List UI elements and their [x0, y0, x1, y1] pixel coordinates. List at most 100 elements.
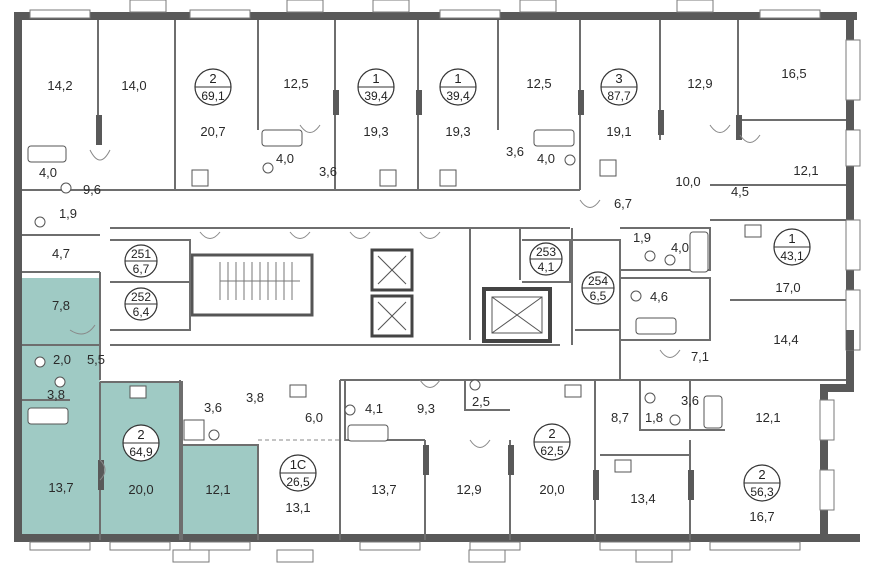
storage-number: 254 [588, 274, 608, 288]
elevator-2 [370, 294, 414, 338]
apartment-area: 39,4 [446, 89, 470, 103]
room-area-label: 4,0 [671, 240, 689, 255]
room-area-label: 12,1 [755, 410, 780, 425]
apartment-rooms: 1 [372, 71, 379, 86]
storage-area: 6,5 [590, 289, 607, 303]
room-area-label: 4,7 [52, 246, 70, 261]
apartment-rooms: 2 [209, 71, 216, 86]
apartment-area: 62,5 [540, 444, 564, 458]
wall-stubs [14, 90, 854, 500]
room-area-label: 6,0 [305, 410, 323, 425]
room-area-label: 19,3 [363, 124, 388, 139]
apartment-area: 56,3 [750, 485, 774, 499]
room-area-label: 12,9 [687, 76, 712, 91]
room-area-label: 1,9 [633, 230, 651, 245]
room-area-label: 12,5 [526, 76, 551, 91]
storage-badge[interactable]: 251 6,7 [124, 244, 158, 278]
apartment-rooms: 1 [788, 231, 795, 246]
room-area-label: 4,0 [39, 165, 57, 180]
apartment-badge[interactable]: 2 62,5 [533, 423, 571, 461]
room-area-label: 3,6 [506, 144, 524, 159]
room-area-label: 13,4 [630, 491, 655, 506]
room-area-label: 19,3 [445, 124, 470, 139]
apartment-badge[interactable]: 2 64,9 [122, 424, 160, 462]
room-area-label: 14,0 [121, 78, 146, 93]
room-area-label: 8,7 [611, 410, 629, 425]
apartment-area: 26,5 [286, 475, 310, 489]
apartment-rooms: 1 [454, 71, 461, 86]
storage-badge[interactable]: 252 6,4 [124, 287, 158, 321]
room-area-label: 12,5 [283, 76, 308, 91]
room-area-label: 20,0 [539, 482, 564, 497]
room-area-label: 13,7 [48, 480, 73, 495]
door-swings [69, 124, 761, 481]
bathroom-fixtures [27, 129, 762, 473]
room-area-label: 13,1 [285, 500, 310, 515]
room-area-label: 16,5 [781, 66, 806, 81]
room-area-label: 12,1 [205, 482, 230, 497]
room-area-label: 10,0 [675, 174, 700, 189]
room-area-label: 12,1 [793, 163, 818, 178]
room-area-label: 17,0 [775, 280, 800, 295]
storage-area: 6,4 [133, 305, 150, 319]
room-area-label: 7,8 [52, 298, 70, 313]
room-area-label: 5,5 [87, 352, 105, 367]
apartment-area: 64,9 [129, 445, 153, 459]
room-area-label: 3,6 [681, 393, 699, 408]
room-area-label: 4,0 [537, 151, 555, 166]
storage-number: 253 [536, 245, 556, 259]
apartment-badge[interactable]: 1 39,4 [439, 68, 477, 106]
room-labels: 14,2 14,0 20,7 12,5 19,3 19,3 12,5 19,1 … [39, 66, 819, 524]
room-area-label: 4,1 [365, 401, 383, 416]
room-area-label: 12,9 [456, 482, 481, 497]
apartment-badge[interactable]: 1С 26,5 [279, 454, 317, 492]
room-area-label: 14,4 [773, 332, 798, 347]
apartment-rooms: 2 [758, 467, 765, 482]
room-area-label: 20,7 [200, 124, 225, 139]
apartment-rooms: 2 [548, 426, 555, 441]
storage-area: 6,7 [133, 262, 150, 276]
apartment-rooms: 1С [290, 457, 307, 472]
room-area-label: 14,2 [47, 78, 72, 93]
room-area-label: 2,0 [53, 352, 71, 367]
elevator-3 [482, 287, 552, 343]
windows [29, 0, 861, 563]
apartment-area: 69,1 [201, 89, 225, 103]
room-area-label: 4,0 [276, 151, 294, 166]
room-area-label: 6,7 [614, 196, 632, 211]
storage-badge[interactable]: 254 6,5 [581, 271, 615, 305]
apartment-badge[interactable]: 2 69,1 [194, 68, 232, 106]
apartment-area: 43,1 [780, 249, 804, 263]
room-area-label: 7,1 [691, 349, 709, 364]
apartment-rooms: 2 [137, 427, 144, 442]
apartment-area: 39,4 [364, 89, 388, 103]
apartment-area: 87,7 [607, 89, 631, 103]
room-area-label: 20,0 [128, 482, 153, 497]
apartment-badge[interactable]: 2 56,3 [743, 464, 781, 502]
room-area-label: 3,6 [204, 400, 222, 415]
outer-walls [14, 12, 860, 542]
storage-number: 251 [131, 247, 151, 261]
elevator-1 [370, 248, 414, 292]
apartment-badge[interactable]: 1 43,1 [773, 228, 811, 266]
room-area-label: 16,7 [749, 509, 774, 524]
room-area-label: 13,7 [371, 482, 396, 497]
room-area-label: 9,3 [417, 401, 435, 416]
room-area-label: 3,6 [319, 164, 337, 179]
room-area-label: 1,8 [645, 410, 663, 425]
room-area-label: 3,8 [47, 387, 65, 402]
apartment-badge[interactable]: 3 87,7 [600, 68, 638, 106]
storage-area: 4,1 [538, 260, 555, 274]
apartment-badge[interactable]: 1 39,4 [357, 68, 395, 106]
stairwell [190, 253, 314, 317]
room-area-label: 19,1 [606, 124, 631, 139]
room-area-label: 1,9 [59, 206, 77, 221]
storage-number: 252 [131, 290, 151, 304]
room-area-label: 2,5 [472, 394, 490, 409]
room-area-label: 4,6 [650, 289, 668, 304]
room-area-label: 4,5 [731, 184, 749, 199]
storage-badge[interactable]: 253 4,1 [529, 242, 563, 276]
room-area-label: 9,6 [83, 182, 101, 197]
apartment-rooms: 3 [615, 71, 622, 86]
